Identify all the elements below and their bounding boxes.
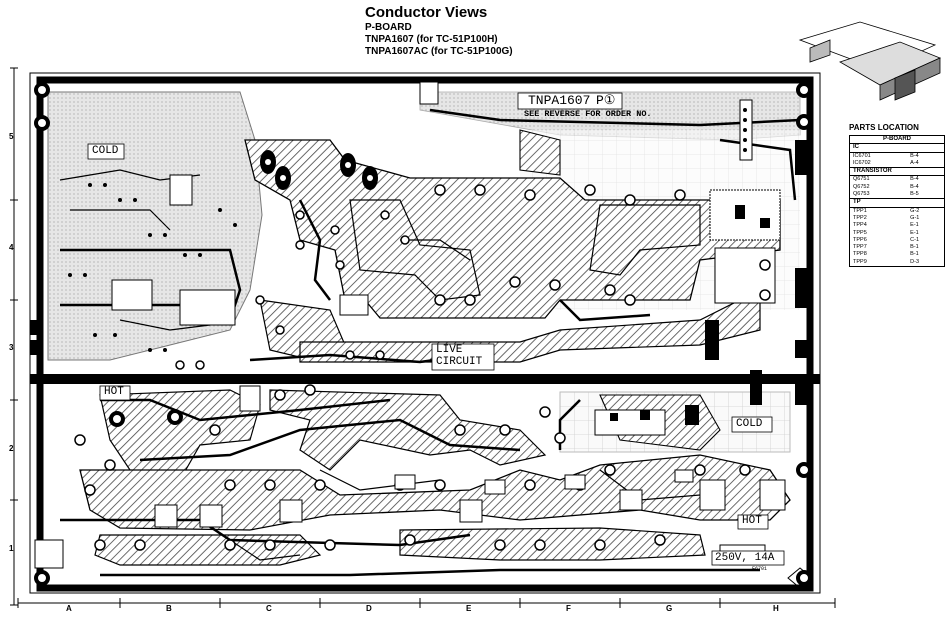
board-location-thumbnail <box>798 21 942 101</box>
live-circuit-box <box>431 343 495 371</box>
hatched-trace-11 <box>399 527 706 561</box>
hot-right-box <box>737 514 769 530</box>
corner-diamond-marker <box>787 567 813 589</box>
fuse-ref-label: F6701 <box>752 566 768 572</box>
page-title: Conductor Views <box>365 4 488 21</box>
mounting-holes <box>34 82 812 586</box>
section-ic: IC <box>849 143 945 153</box>
fuse-rating-box <box>711 550 785 566</box>
col-label-d: D <box>366 604 372 613</box>
parts-location-title: PARTS LOCATION <box>849 123 919 132</box>
col-label-h: H <box>773 604 779 613</box>
col-label-g: G <box>666 604 673 613</box>
solid-pads <box>30 140 807 425</box>
hot-left-box <box>99 385 131 401</box>
circuit-label: CIRCUIT <box>436 356 483 368</box>
board-marker: P① <box>596 93 616 108</box>
row-ticks <box>10 67 18 606</box>
reverse-note: SEE REVERSE FOR ORDER NO. <box>524 109 652 119</box>
cold-top-box <box>87 143 125 160</box>
ground-border-trace <box>36 76 814 592</box>
col-label-c: C <box>266 604 272 613</box>
row-label-2: 2 <box>9 444 14 453</box>
board-part-number: TNPA1607 <box>528 93 591 108</box>
board-name: P-BOARD <box>365 22 412 33</box>
parts-board-name: P-BOARD <box>849 135 945 145</box>
cold-label-right: COLD <box>736 418 763 430</box>
cold-label-top: COLD <box>92 145 119 157</box>
part-number-box <box>517 92 623 110</box>
section-tp: TP <box>849 198 945 208</box>
hatched-trace-2 <box>349 199 481 301</box>
cold-right-box <box>731 416 773 433</box>
header: Conductor Views P-BOARD TNPA1607 (for TC… <box>365 4 513 58</box>
section-transistor: TRANSISTOR <box>849 167 945 177</box>
row-label-5: 5 <box>9 132 14 141</box>
row-label-3: 3 <box>9 343 14 352</box>
row-label-4: 4 <box>9 243 14 252</box>
col-label-a: A <box>66 604 72 613</box>
model-line-2: TNPA1607AC (for TC-51P100G) <box>365 46 513 57</box>
row-label-1: 1 <box>9 544 14 553</box>
live-label: LIVE <box>436 344 463 356</box>
col-label-f: F <box>566 604 571 613</box>
hot-label-right: HOT <box>742 515 762 527</box>
model-line-1: TNPA1607 (for TC-51P100H) <box>365 34 498 45</box>
hot-label-left: HOT <box>104 386 124 398</box>
small-pads <box>68 108 747 352</box>
column-ticks <box>17 598 836 608</box>
isolation-bar <box>30 374 820 384</box>
hatched-trace-3 <box>589 204 701 276</box>
col-label-b: B <box>166 604 172 613</box>
col-label-e: E <box>466 604 472 613</box>
through-hole-pads <box>74 184 771 551</box>
hatched-trace-8 <box>269 389 547 471</box>
hatched-trace-10 <box>94 534 322 566</box>
fuse-rating-label: 250V, 14A <box>715 552 775 564</box>
hatched-trace-6 <box>519 129 561 176</box>
component-outlines <box>34 81 786 569</box>
solder-blob-holes <box>265 159 373 181</box>
